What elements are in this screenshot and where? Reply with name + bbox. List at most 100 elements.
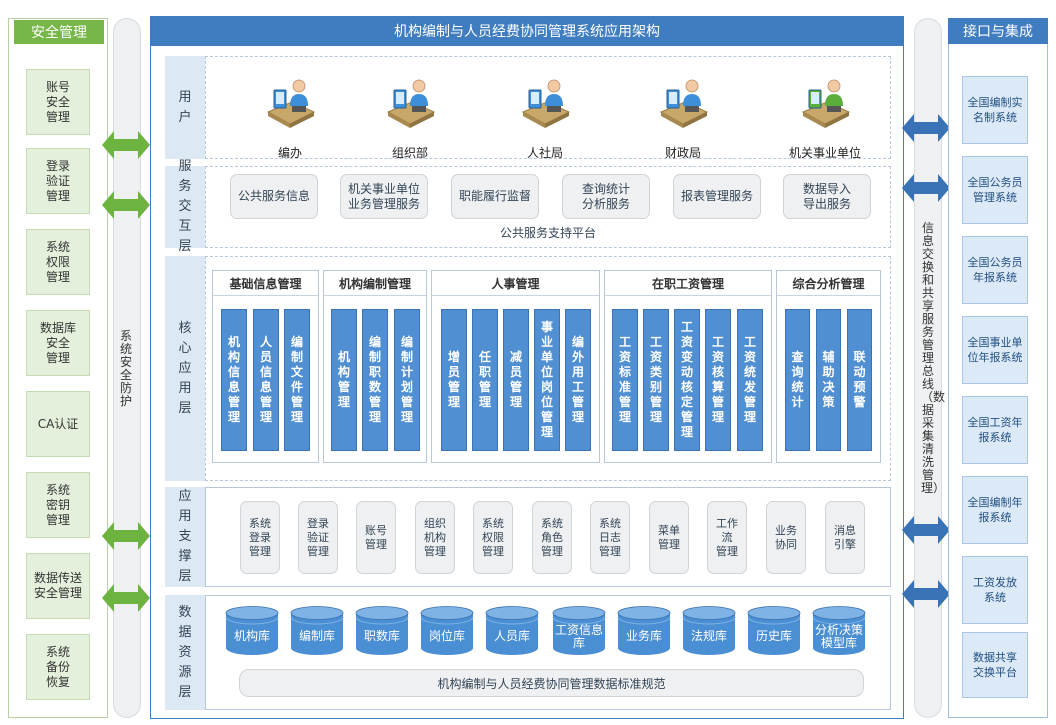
database[interactable]: 分析决策 模型库	[812, 606, 866, 656]
service-button[interactable]: 公共服务信息	[230, 174, 318, 219]
database-label: 编制库	[298, 629, 335, 643]
blue-arrow-icon	[902, 114, 950, 142]
service-layer-area	[205, 166, 891, 248]
database-label: 分析决策 模型库	[814, 622, 863, 650]
security-panel-title: 安全管理	[14, 20, 104, 44]
core-module[interactable]: 事业单位岗位管理	[534, 309, 560, 451]
database[interactable]: 工资信息 库	[552, 606, 606, 656]
core-module[interactable]: 编制职数管理	[362, 309, 388, 451]
blue-arrow-icon	[902, 580, 950, 608]
support-button[interactable]: 系统 权限 管理	[473, 501, 513, 574]
core-module[interactable]: 工资标准管理	[612, 309, 638, 451]
core-module[interactable]: 编制计划管理	[394, 309, 420, 451]
core-group-title: 基础信息管理	[213, 271, 318, 296]
integration-item[interactable]: 全国公务员 年报系统	[962, 236, 1028, 304]
security-item[interactable]: 数据库 安全 管理	[26, 310, 90, 376]
service-button[interactable]: 机关事业单位 业务管理服务	[340, 174, 428, 219]
database-label: 职数库	[363, 629, 400, 643]
support-button[interactable]: 登录 验证 管理	[298, 501, 338, 574]
core-module[interactable]: 联动预警	[847, 309, 872, 451]
support-button[interactable]: 工作 流 管理	[707, 501, 747, 574]
green-arrow-icon	[102, 131, 150, 159]
support-button[interactable]: 系统 日志 管理	[590, 501, 630, 574]
data-layer-label: 数据资源层	[165, 595, 205, 710]
integration-item[interactable]: 全国工资年 报系统	[962, 396, 1028, 464]
user-name: 机关事业单位	[788, 146, 861, 160]
support-button[interactable]: 组织 机构 管理	[415, 501, 455, 574]
database[interactable]: 业务库	[617, 606, 671, 656]
core-group-title: 机构编制管理	[324, 271, 426, 296]
core-group-title: 在职工资管理	[605, 271, 771, 296]
security-item[interactable]: 账号 安全 管理	[26, 69, 90, 135]
service-button[interactable]: 报表管理服务	[673, 174, 761, 219]
green-arrow-icon	[102, 522, 150, 550]
service-platform-label: 公共服务支持平台	[499, 226, 596, 240]
core-group-title: 综合分析管理	[777, 271, 880, 296]
security-bus-label: 系统安全防护	[119, 329, 132, 408]
core-module[interactable]: 减员管理	[503, 309, 529, 451]
integration-item[interactable]: 全国公务员 管理系统	[962, 156, 1028, 224]
user-icon	[266, 79, 316, 128]
database[interactable]: 职数库	[355, 606, 409, 656]
green-arrow-icon	[102, 584, 150, 612]
core-module[interactable]: 机构管理	[331, 309, 357, 451]
security-item[interactable]: 系统 密钥 管理	[26, 472, 90, 538]
core-module[interactable]: 工资类别管理	[643, 309, 669, 451]
core-module[interactable]: 查询统计	[785, 309, 810, 451]
integration-panel-title: 接口与集成	[948, 18, 1048, 44]
support-button[interactable]: 账号 管理	[356, 501, 396, 574]
support-button[interactable]: 系统 登录 管理	[240, 501, 280, 574]
user-name: 编办	[277, 146, 302, 160]
integration-item[interactable]: 工资发放 系统	[962, 556, 1028, 624]
database[interactable]: 岗位库	[420, 606, 474, 656]
database-label: 法规库	[690, 629, 727, 643]
service-button[interactable]: 查询统计 分析服务	[562, 174, 650, 219]
core-module[interactable]: 编制文件管理	[284, 309, 310, 451]
database-icon	[552, 606, 606, 655]
database-label: 人员库	[493, 629, 530, 643]
integration-item[interactable]: 全国编制年 报系统	[962, 476, 1028, 544]
integration-item[interactable]: 全国编制实 名制系统	[962, 76, 1028, 144]
database-icon	[747, 606, 801, 655]
support-button[interactable]: 业务 协同	[766, 501, 806, 574]
database-icon	[355, 606, 409, 655]
security-item[interactable]: 登录 验证 管理	[26, 148, 90, 214]
integration-item[interactable]: 数据共享 交换平台	[962, 632, 1028, 698]
database[interactable]: 历史库	[747, 606, 801, 656]
support-button[interactable]: 系统 角色 管理	[532, 501, 572, 574]
architecture-title: 机构编制与人员经费协同管理系统应用架构	[150, 16, 904, 46]
user-icon	[521, 79, 571, 128]
green-arrow-icon	[102, 191, 150, 219]
blue-arrow-icon	[902, 174, 950, 202]
service-button[interactable]: 数据导入 导出服务	[783, 174, 871, 219]
user-name: 组织部	[391, 146, 428, 160]
security-item[interactable]: CA认证	[26, 391, 90, 457]
core-module[interactable]: 机构信息管理	[221, 309, 247, 451]
security-item[interactable]: 系统 备份 恢复	[26, 634, 90, 700]
database[interactable]: 机构库	[225, 606, 279, 656]
support-button[interactable]: 消息 引擎	[825, 501, 865, 574]
core-module[interactable]: 工资核算管理	[705, 309, 731, 451]
user-icon	[801, 79, 851, 128]
exchange-bus	[914, 18, 942, 718]
blue-arrow-icon	[902, 516, 950, 544]
core-layer-label: 核心应用层	[165, 256, 205, 481]
database[interactable]: 人员库	[485, 606, 539, 656]
core-module[interactable]: 辅助决策	[816, 309, 841, 451]
core-module[interactable]: 增员管理	[441, 309, 467, 451]
database-label: 机构库	[233, 629, 270, 643]
integration-item[interactable]: 全国事业单 位年报系统	[962, 316, 1028, 384]
security-item[interactable]: 数据传送 安全管理	[26, 553, 90, 619]
database[interactable]: 编制库	[290, 606, 344, 656]
user-name: 人社局	[526, 146, 563, 160]
core-module[interactable]: 人员信息管理	[253, 309, 279, 451]
database-icon	[225, 606, 279, 655]
support-button[interactable]: 菜单 管理	[649, 501, 689, 574]
service-button[interactable]: 职能履行监督	[451, 174, 539, 219]
core-module[interactable]: 工资变动核定管理	[674, 309, 700, 451]
security-item[interactable]: 系统 权限 管理	[26, 229, 90, 295]
core-module[interactable]: 编外用工管理	[565, 309, 591, 451]
database[interactable]: 法规库	[682, 606, 736, 656]
core-module[interactable]: 工资统发管理	[737, 309, 763, 451]
core-module[interactable]: 任职管理	[472, 309, 498, 451]
